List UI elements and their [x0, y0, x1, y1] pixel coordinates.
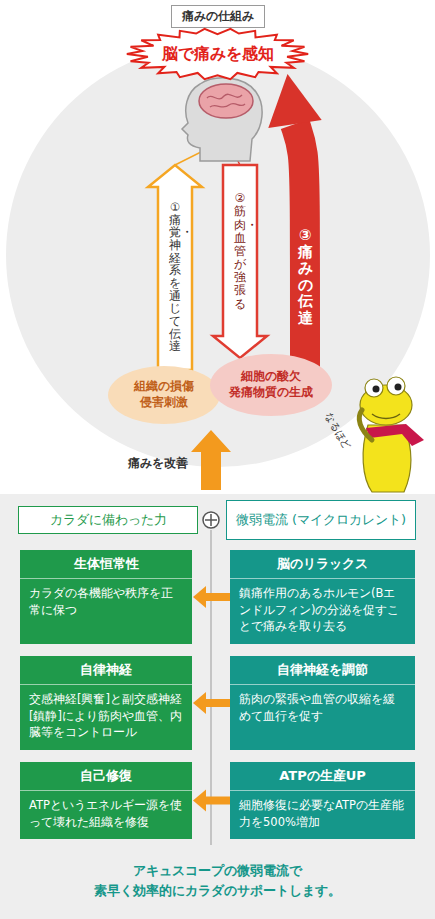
- box-heading: 自律神経を調節: [230, 656, 415, 685]
- background-circle: [6, 43, 430, 467]
- microcurrent-box: 脳のリラックス鎮痛作用のあるホルモン(Bエンドルフィン)の分泌を促すことで痛みを…: [230, 550, 415, 644]
- body-power-box: 自己修復ATPというエネルギー源を使って壊れた組織を修復: [20, 762, 192, 839]
- body-power-box: 生体恒常性カラダの各機能や秩序を正常に保つ: [20, 550, 192, 644]
- diagram-title: 痛みの仕組み: [171, 5, 265, 28]
- pain-flow-arrow: [268, 74, 321, 370]
- caption: アキュスコープの微弱電流で 素早く効率的にカラダのサポートします。: [67, 861, 367, 900]
- node-text: 微弱電流 (マイクロカレント): [230, 512, 412, 529]
- section-header: カラダに備わった力: [18, 506, 198, 534]
- box-body: 鎮痛作用のあるホルモン(Bエンドルフィン)の分泌を促すことで痛みを取り去る: [230, 579, 415, 643]
- mascot-character: [359, 377, 424, 492]
- improve-label: 痛みを改善: [128, 455, 188, 472]
- box-body: カラダの各機能や秩序を正常に保つ: [20, 579, 192, 626]
- box-heading: 脳のリラックス: [230, 550, 415, 579]
- brain-burst: 脳で痛みを感知: [125, 28, 310, 80]
- effect-ellipse: 細胞の酸欠 発痛物質の生成: [210, 354, 332, 416]
- arrow-label: ③痛みの伝達: [298, 227, 313, 326]
- box-heading: 自己修復: [20, 762, 192, 791]
- effect-arrow: [193, 790, 230, 812]
- section-header: 微弱電流 (マイクロカレント): [226, 500, 416, 540]
- head-illustration: [182, 78, 262, 161]
- cause-ellipse: 組織の損傷 侵害刺激: [108, 366, 220, 424]
- body-power-box: 自律神経交感神経[興奮]と副交感神経[鎮静]により筋肉や血管、内臓等をコントロー…: [20, 656, 192, 750]
- box-body: 交感神経[興奮]と副交感神経[鎮静]により筋肉や血管、内臓等をコントロール: [20, 685, 192, 749]
- microcurrent-box: ATPの生産UP細胞修復に必要なATPの生産能力を500%増加: [230, 762, 415, 839]
- box-body: ATPというエネルギー源を使って壊れた組織を修復: [20, 791, 192, 838]
- node-text: 細胞の酸欠 発痛物質の生成: [210, 369, 332, 400]
- effect-arrow: [193, 586, 230, 608]
- node-text: 脳で痛みを感知: [162, 44, 274, 65]
- node-text: カラダに備わった力: [44, 512, 173, 529]
- box-heading: 生体恒常性: [20, 550, 192, 579]
- box-heading: ATPの生産UP: [230, 762, 415, 791]
- box-heading: 自律神経: [20, 656, 192, 685]
- bottom-panel: [0, 494, 435, 919]
- microcurrent-box: 自律神経を調節筋肉の緊張や血管の収縮を緩めて血行を促す: [230, 656, 415, 750]
- box-body: 細胞修復に必要なATPの生産能力を500%増加: [230, 791, 415, 838]
- effect-arrow: [193, 692, 230, 714]
- arrow-label: ①痛覚・神経系を通じて伝達: [169, 201, 181, 353]
- improve-arrow: [191, 430, 231, 490]
- plus-symbol: [203, 512, 219, 528]
- node-text: 組織の損傷 侵害刺激: [108, 379, 220, 410]
- arrow-label: ②筋肉・血管が強張る: [234, 192, 246, 311]
- box-body: 筋肉の緊張や血管の収縮を緩めて血行を促す: [230, 685, 415, 732]
